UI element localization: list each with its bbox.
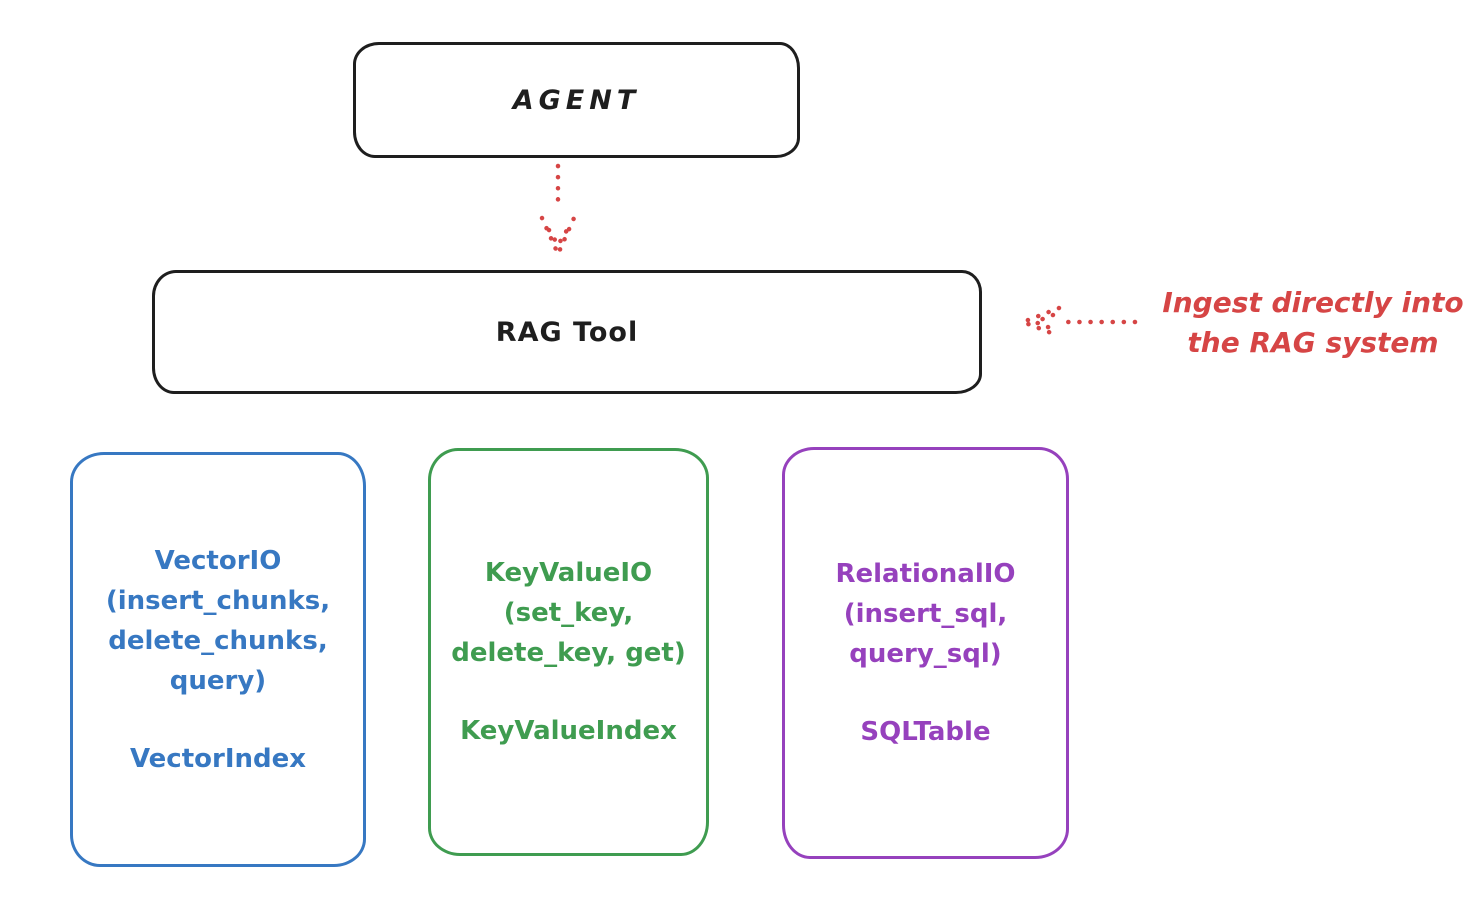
backend-index: KeyValueIndex xyxy=(460,716,677,746)
backend-methods: (set_key, delete_key, get) xyxy=(451,598,686,668)
backend-methods: (insert_sql, query_sql) xyxy=(843,599,1008,669)
backend-box-keyvalueio: KeyValueIO (set_key, delete_key, get) Ke… xyxy=(428,448,709,856)
backend-name: KeyValueIO xyxy=(484,558,653,588)
backend-methods: (insert_chunks, delete_chunks, query) xyxy=(105,585,331,696)
backend-box-vectorio: VectorIO (insert_chunks, delete_chunks, … xyxy=(70,452,366,867)
agent-box: AGENT xyxy=(353,42,800,158)
agent-label: AGENT xyxy=(512,84,641,116)
rag-tool-label: RAG Tool xyxy=(495,316,639,348)
annotation-text: Ingest directly into the RAG system xyxy=(1162,286,1464,359)
backend-box-relationalio: RelationalIO (insert_sql, query_sql) SQL… xyxy=(782,447,1069,859)
backend-index: VectorIndex xyxy=(129,743,307,774)
backend-index: SQLTable xyxy=(860,717,991,747)
backend-name: VectorIO xyxy=(154,545,282,576)
agent-to-rag-tool-arrow xyxy=(539,163,577,260)
backend-name: RelationalIO xyxy=(835,559,1016,589)
annotation-to-rag-tool-arrow xyxy=(1016,305,1138,339)
rag-tool-box: RAG Tool xyxy=(152,270,982,394)
